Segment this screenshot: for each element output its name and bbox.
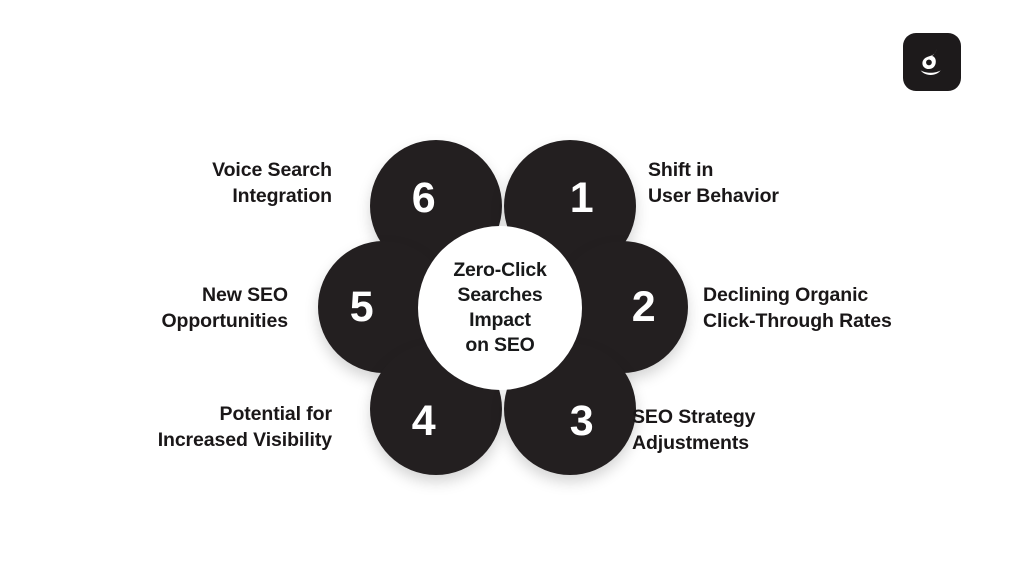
center-hub: Zero-Click Searches Impact on SEO <box>418 226 582 390</box>
petal-number-3: 3 <box>569 396 595 445</box>
flower-petal-cluster: 6 1 5 2 4 3 Zero-Click Searches Impact o… <box>290 118 710 478</box>
label-declining-line-2: Click-Through Rates <box>703 309 892 332</box>
leaf-g-logo-icon <box>920 49 941 75</box>
label-shift-line-2: User Behavior <box>648 184 779 207</box>
label-voice-search-integration: Voice Search Integration <box>212 158 332 210</box>
petal-number-6: 6 <box>411 173 437 222</box>
label-voice-search-line-1: Voice Search <box>212 159 332 181</box>
center-title-line-1: Zero-Click <box>453 259 547 282</box>
center-title-line-2: Searches <box>457 284 543 307</box>
label-declining-line-1: Declining Organic <box>703 284 869 306</box>
petal-number-5: 5 <box>349 282 375 331</box>
center-title-line-4: on SEO <box>465 333 535 356</box>
label-potential-increased-visibility: Potential for Increased Visibility <box>158 402 332 454</box>
label-new-seo-line-1: New SEO <box>202 284 288 306</box>
label-strategy-line-2: Adjustments <box>632 431 749 454</box>
label-potential-line-1: Potential for <box>219 403 333 425</box>
label-seo-strategy-adjustments: SEO Strategy Adjustments <box>632 405 756 457</box>
center-title-line-3: Impact <box>469 309 531 331</box>
label-new-seo-opportunities: New SEO Opportunities <box>161 283 288 335</box>
label-shift-user-behavior: Shift in User Behavior <box>648 158 779 210</box>
label-strategy-line-1: SEO Strategy <box>632 406 756 428</box>
petal-number-1: 1 <box>569 173 595 222</box>
petal-number-2: 2 <box>631 282 657 331</box>
label-voice-search-line-2: Integration <box>232 184 332 207</box>
petal-number-4: 4 <box>411 396 437 445</box>
label-new-seo-line-2: Opportunities <box>161 309 288 332</box>
label-declining-organic-ctr: Declining Organic Click-Through Rates <box>703 283 892 335</box>
center-title: Zero-Click Searches Impact on SEO <box>445 258 554 358</box>
brand-logo-badge <box>903 33 961 91</box>
label-potential-line-2: Increased Visibility <box>157 428 332 451</box>
label-shift-line-1: Shift in <box>648 159 714 181</box>
